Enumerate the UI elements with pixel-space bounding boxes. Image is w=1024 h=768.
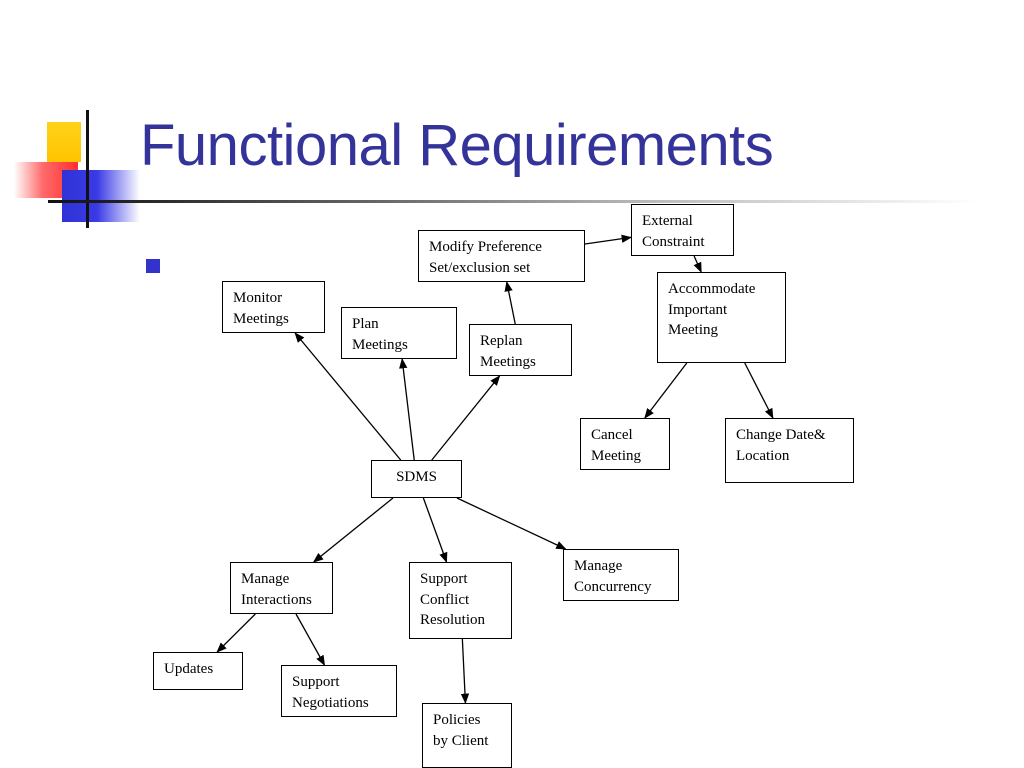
arrow-manage-interactions-to-support-negotiations <box>295 613 326 666</box>
node-policies-by-client: Policies by Client <box>422 703 512 768</box>
arrow-modify-preference-to-external-constraint <box>584 234 633 245</box>
node-updates: Updates <box>153 652 243 690</box>
node-support-conflict-resolution: Support Conflict Resolution <box>409 562 512 639</box>
decor-vertical-rule <box>86 110 89 228</box>
node-support-negotiations: Support Negotiations <box>281 665 397 717</box>
decor-yellow-square <box>47 122 81 162</box>
bullet-square-icon <box>146 259 160 273</box>
node-modify-preference: Modify Preference Set/exclusion set <box>418 230 585 282</box>
arrow-sdms-to-replan-meetings <box>431 375 501 461</box>
arrow-sdms-to-manage-concurrency <box>456 497 567 550</box>
decor-blue-square <box>62 170 140 222</box>
arrow-replan-meetings-to-modify-preference <box>504 280 516 325</box>
arrow-external-constraint-to-accommodate-meeting <box>693 255 702 273</box>
arrow-sdms-to-monitor-meetings <box>294 332 402 461</box>
arrow-manage-interactions-to-updates <box>216 613 256 653</box>
node-plan-meetings: Plan Meetings <box>341 307 457 359</box>
arrow-accommodate-meeting-to-cancel-meeting <box>644 362 688 419</box>
arrow-sdms-to-support-conflict-resolution <box>422 497 448 563</box>
node-accommodate-important-meeting: Accommodate Important Meeting <box>657 272 786 363</box>
node-manage-concurrency: Manage Concurrency <box>563 549 679 601</box>
arrow-support-conflict-resolution-to-policies-by-client <box>460 638 470 705</box>
title-underline-rule <box>48 200 978 203</box>
node-change-date-location: Change Date& Location <box>725 418 854 483</box>
node-external-constraint: External Constraint <box>631 204 734 256</box>
arrow-sdms-to-plan-meetings <box>399 357 415 461</box>
node-cancel-meeting: Cancel Meeting <box>580 418 670 470</box>
node-manage-interactions: Manage Interactions <box>230 562 333 614</box>
arrow-sdms-to-manage-interactions <box>312 497 394 563</box>
arrow-accommodate-meeting-to-change-date-location <box>744 362 774 419</box>
node-replan-meetings: Replan Meetings <box>469 324 572 376</box>
node-sdms: SDMS <box>371 460 462 498</box>
node-monitor-meetings: Monitor Meetings <box>222 281 325 333</box>
slide-title: Functional Requirements <box>140 113 774 178</box>
